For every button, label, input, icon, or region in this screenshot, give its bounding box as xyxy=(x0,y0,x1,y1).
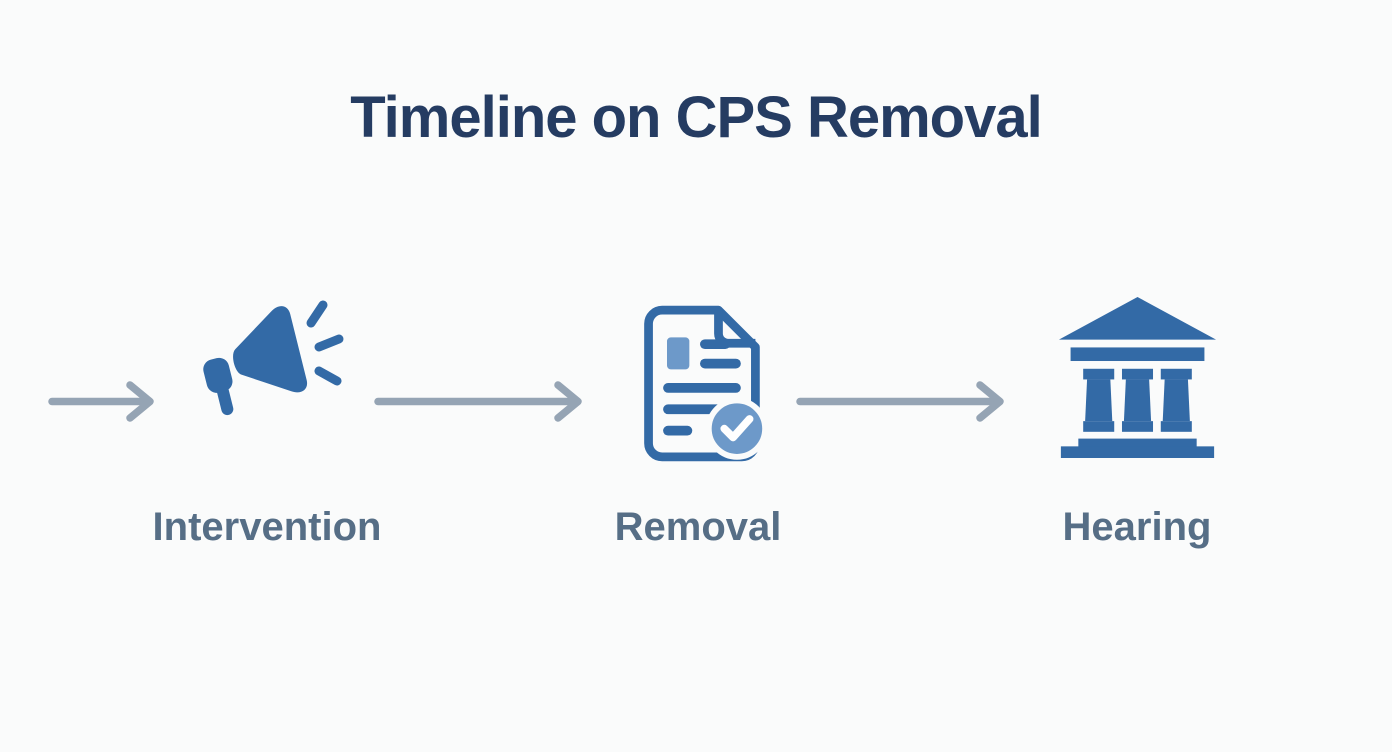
step-label-hearing: Hearing xyxy=(1062,505,1212,549)
courthouse-icon xyxy=(1055,297,1220,458)
flow-arrow-intervention-removal-icon xyxy=(372,379,594,424)
megaphone-icon xyxy=(190,293,350,428)
step-label-removal: Removal xyxy=(614,505,782,549)
page-title: Timeline on CPS Removal xyxy=(350,85,1042,150)
step-label-intervention: Intervention xyxy=(152,505,382,549)
flow-arrow-lead-icon xyxy=(46,379,166,424)
document-check-icon xyxy=(633,301,769,467)
flow-arrow-removal-hearing-icon xyxy=(794,379,1016,424)
